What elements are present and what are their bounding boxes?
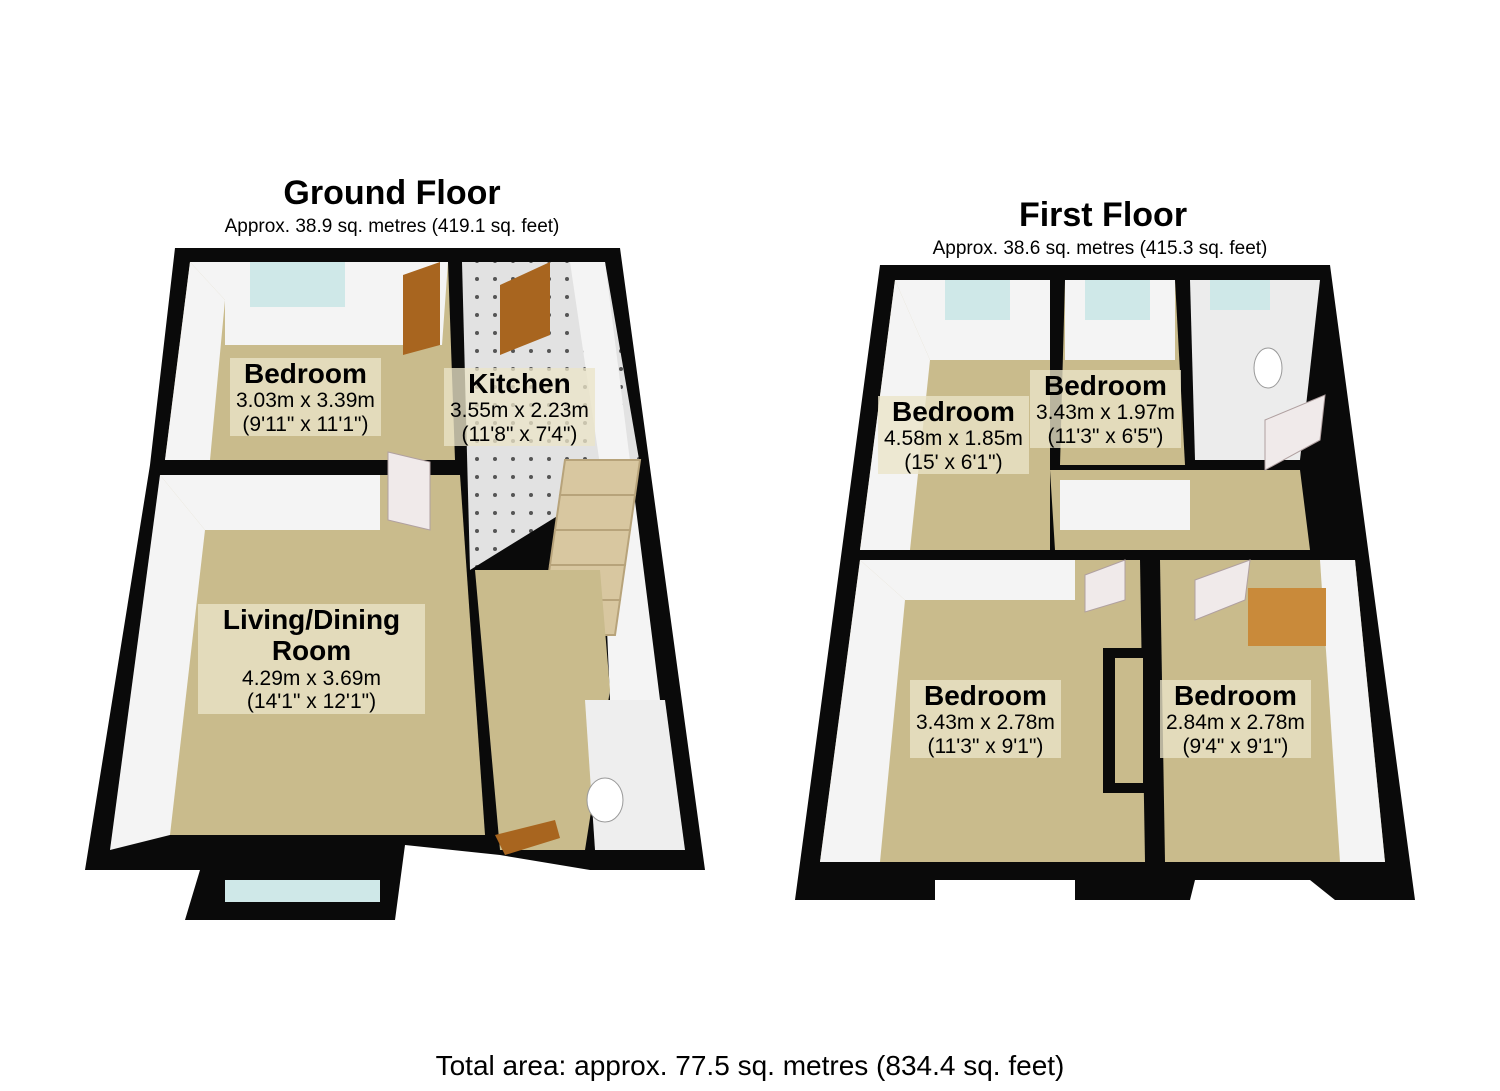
room-label-first-bedroom-1: Bedroom 4.58m x 1.85m (15' x 6'1")	[878, 396, 1029, 475]
room-metric: 4.58m x 1.85m	[884, 427, 1023, 451]
room-metric: 3.55m x 2.23m	[450, 399, 589, 423]
first-bathroom-window	[1210, 280, 1270, 310]
ground-living-wall-back	[160, 475, 380, 530]
room-label-ground-bedroom: Bedroom 3.03m x 3.39m (9'11" x 11'1")	[230, 358, 381, 437]
first-bedroom-4-wardrobe	[1248, 588, 1326, 646]
room-name: Bedroom	[1044, 370, 1167, 401]
room-imperial: (9'11" x 11'1")	[242, 412, 369, 436]
ground-living-door	[387, 451, 431, 531]
first-bedroom-3-wall-back	[860, 560, 1075, 600]
room-metric: 3.03m x 3.39m	[236, 389, 375, 413]
room-name: Bedroom	[1174, 680, 1297, 711]
room-label-first-bedroom-4: Bedroom 2.84m x 2.78m (9'4" x 9'1")	[1160, 680, 1311, 759]
total-area: Total area: approx. 77.5 sq. metres (834…	[435, 1050, 1065, 1081]
first-door-bathroom	[1264, 394, 1326, 471]
room-imperial: (11'8" x 7'4")	[461, 422, 578, 446]
first-bedroom-1-window	[945, 280, 1010, 320]
room-label-living-dining: Living/Dining Room 4.29m x 3.69m (14'1" …	[198, 604, 425, 714]
ground-front-door	[495, 820, 560, 855]
room-label-first-bedroom-3: Bedroom 3.43m x 2.78m (11'3" x 9'1")	[910, 680, 1061, 759]
first-floor-area: Approx. 38.6 sq. metres (415.3 sq. feet)	[932, 238, 1268, 259]
ground-bay-window	[225, 880, 380, 902]
room-name: Bedroom	[892, 396, 1015, 427]
first-door-bedroom-4	[1194, 559, 1251, 621]
first-floor-title: First Floor	[1018, 196, 1188, 234]
first-bedroom-3-chimney-face	[1115, 658, 1143, 783]
first-floor-plan	[795, 265, 1415, 900]
ground-living-wall-left	[110, 475, 205, 850]
room-name: Bedroom	[244, 358, 367, 389]
first-bedroom-3-wall-left	[820, 560, 905, 862]
room-imperial: (15' x 6'1")	[904, 450, 1003, 474]
room-imperial: (14'1" x 12'1")	[246, 690, 377, 714]
first-door-bedroom-3	[1084, 559, 1126, 613]
room-metric: 4.29m x 3.69m	[242, 666, 381, 690]
room-imperial: (11'3" x 6'5")	[1047, 424, 1164, 448]
ground-floor-title: Ground Floor	[283, 174, 501, 212]
first-bathroom-toilet	[1253, 347, 1283, 389]
first-bedroom-4-wall-right	[1320, 560, 1385, 862]
room-name: Living/Dining Room	[222, 604, 401, 667]
room-label-first-bedroom-2: Bedroom 3.43m x 1.97m (11'3" x 6'5")	[1030, 370, 1181, 449]
room-name: Kitchen	[468, 368, 571, 399]
first-landing-wall	[1060, 480, 1190, 530]
ground-bedroom-wall-left	[165, 262, 225, 460]
room-metric: 3.43m x 2.78m	[916, 711, 1055, 735]
ground-bedroom-door	[403, 262, 440, 355]
room-metric: 2.84m x 2.78m	[1166, 711, 1305, 735]
room-imperial: (9'4" x 9'1")	[1182, 734, 1289, 758]
room-imperial: (11'3" x 9'1")	[927, 734, 1044, 758]
room-metric: 3.43m x 1.97m	[1036, 401, 1175, 425]
ground-bedroom-window	[250, 262, 345, 307]
ground-hall-floor	[475, 570, 610, 850]
ground-kitchen-door	[500, 262, 550, 355]
first-bedroom-2-window	[1085, 280, 1150, 320]
room-label-kitchen: Kitchen 3.55m x 2.23m (11'8" x 7'4")	[444, 368, 595, 447]
ground-floor-area: Approx. 38.9 sq. metres (419.1 sq. feet)	[224, 216, 560, 237]
room-name: Bedroom	[924, 680, 1047, 711]
ground-wc-toilet	[586, 777, 624, 823]
ground-floor-plan	[85, 248, 705, 920]
